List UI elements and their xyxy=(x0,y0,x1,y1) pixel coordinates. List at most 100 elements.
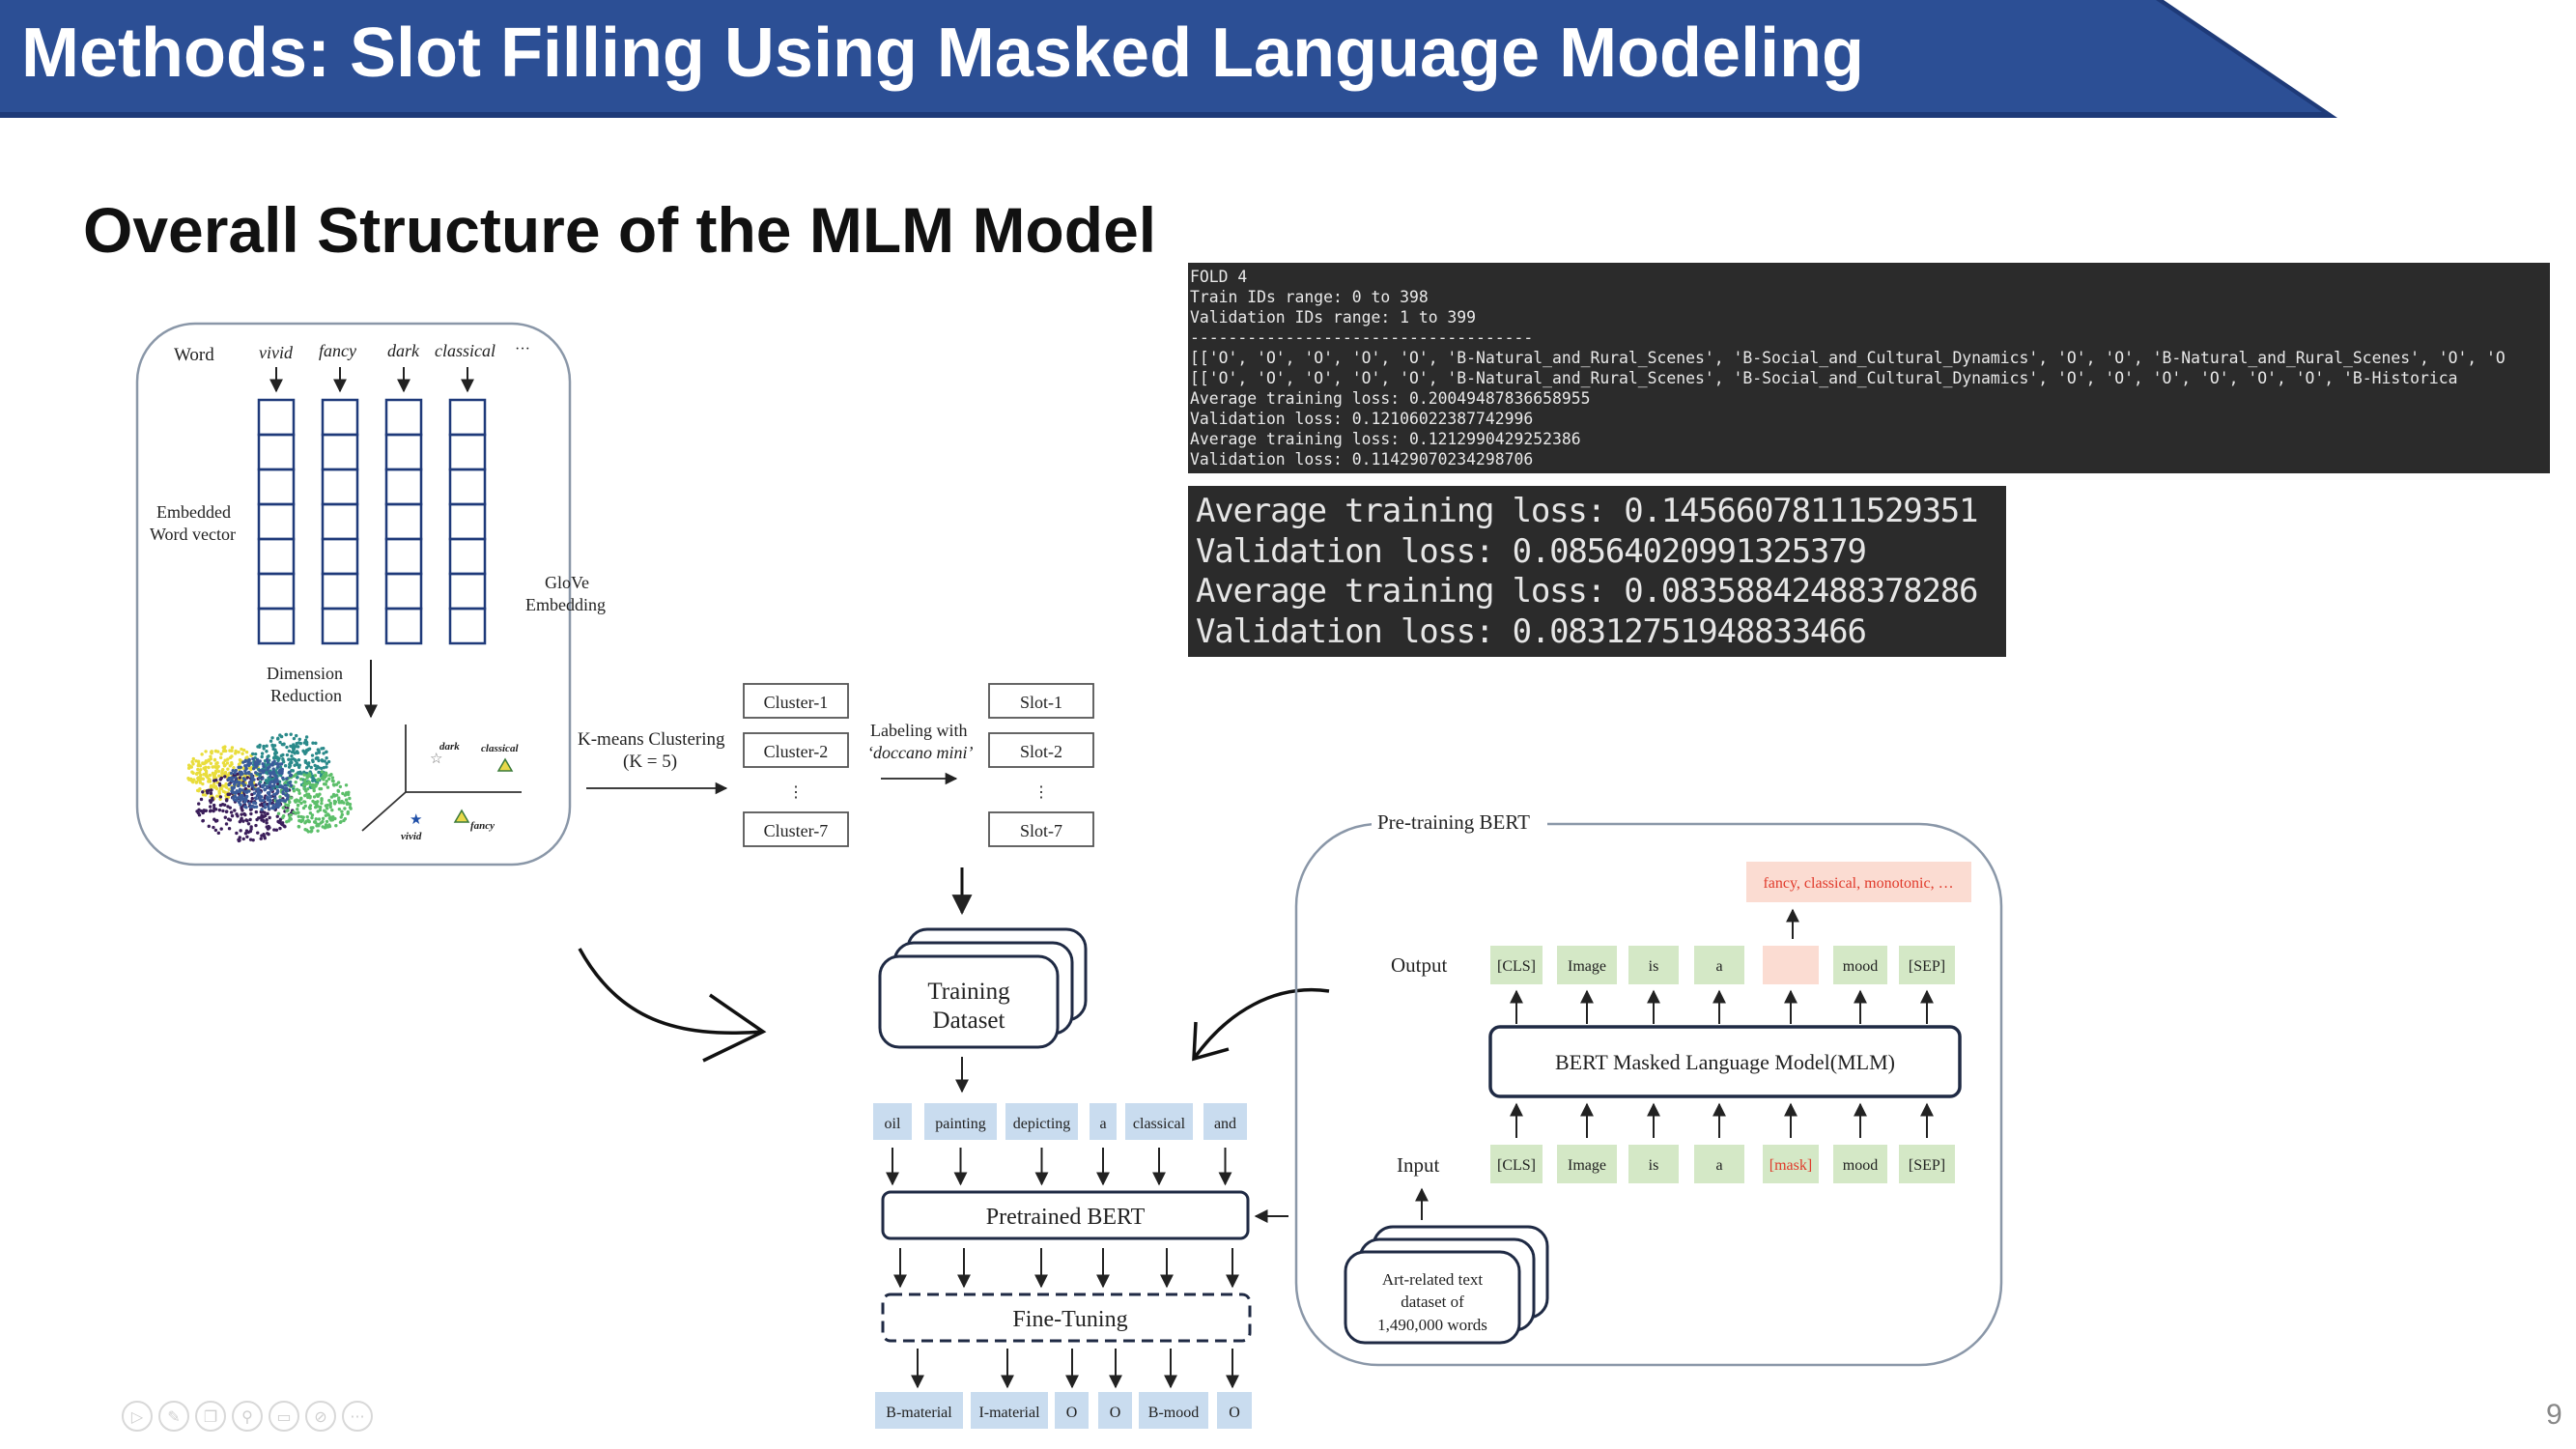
scatter-point xyxy=(238,757,242,762)
scatter-point xyxy=(242,783,246,787)
play-icon[interactable]: ▷ xyxy=(122,1401,153,1432)
scatter-point xyxy=(316,748,321,752)
scatter-point xyxy=(324,810,327,814)
scatter-point xyxy=(314,752,319,755)
vector-cell xyxy=(448,468,487,506)
scatter-point xyxy=(249,773,253,778)
scatter-point xyxy=(302,793,307,798)
scatter-point xyxy=(194,759,198,763)
scatter-point xyxy=(199,768,203,772)
output-token: is xyxy=(1649,958,1659,975)
scatter-point xyxy=(186,766,191,770)
scatter-point xyxy=(288,770,292,775)
scatter-point xyxy=(255,757,260,761)
pen-icon[interactable]: ✎ xyxy=(158,1401,189,1432)
scatter-point xyxy=(246,771,251,776)
token-box xyxy=(1490,1145,1543,1183)
scatter-point xyxy=(336,788,340,793)
scatter-point xyxy=(334,824,338,828)
vector-cell xyxy=(321,502,359,541)
cluster-1: Cluster-1 xyxy=(764,693,829,712)
scatter-point xyxy=(207,758,211,762)
vector-cell xyxy=(257,468,296,506)
scatter-point xyxy=(299,796,303,801)
scatter-point xyxy=(243,758,248,762)
triangle-icon xyxy=(453,809,470,823)
star-icon: ★ xyxy=(410,812,422,828)
tag-box xyxy=(875,1392,963,1429)
title-banner xyxy=(0,0,2337,118)
terminal-line: [['O', 'O', 'O', 'O', 'O', 'B-Natural_an… xyxy=(1190,369,2458,387)
prediction-box xyxy=(1746,862,1971,902)
scatter-point xyxy=(237,750,241,754)
scatter-point xyxy=(189,777,193,781)
scatter-point xyxy=(344,783,349,787)
input-token: [CLS] xyxy=(1497,1157,1536,1174)
vector-cell xyxy=(384,572,423,611)
scatter-point xyxy=(256,745,260,749)
input-token: Image xyxy=(1568,1157,1606,1174)
subtitle-icon[interactable]: ▭ xyxy=(269,1401,299,1432)
scatter-point xyxy=(292,789,297,793)
scatter-point xyxy=(278,765,283,769)
scatter-point xyxy=(270,736,274,740)
token-box xyxy=(1694,946,1744,984)
scatter-point xyxy=(230,746,235,750)
zoom-icon[interactable]: ⚲ xyxy=(232,1401,263,1432)
scatter-point xyxy=(254,771,258,775)
scatter-point xyxy=(209,809,212,812)
scatter-point xyxy=(275,814,279,818)
terminal-line: Validation IDs range: 1 to 399 xyxy=(1190,308,1477,327)
scatter-point xyxy=(272,783,276,788)
camera-off-icon[interactable]: ⊘ xyxy=(305,1401,336,1432)
scatter-point xyxy=(325,756,328,760)
scatter-point xyxy=(204,750,208,753)
scatter-point xyxy=(306,786,310,791)
scatter-point xyxy=(296,751,299,755)
copy-icon[interactable]: ❐ xyxy=(195,1401,226,1432)
input-token: a xyxy=(1099,1116,1106,1132)
scatter-point xyxy=(290,750,295,754)
scatter-point xyxy=(289,817,293,821)
more-icon[interactable]: ··· xyxy=(342,1401,373,1432)
scatter-point xyxy=(201,781,205,786)
scatter-point xyxy=(216,769,221,774)
scatter-point xyxy=(292,774,296,779)
scatter-point xyxy=(198,786,202,791)
scatter-point xyxy=(255,817,259,822)
scatter-point xyxy=(320,798,324,803)
token-box xyxy=(873,1103,912,1140)
scatter-point xyxy=(277,756,281,760)
plot-label-fancy: fancy xyxy=(470,820,495,832)
vector-cell xyxy=(384,398,423,437)
scatter-point xyxy=(232,765,236,770)
scatter-point xyxy=(248,838,253,841)
scatter-point xyxy=(286,783,290,787)
scatter-point xyxy=(241,766,245,770)
plot-label-dark: dark xyxy=(439,741,460,753)
scatter-point xyxy=(265,818,269,822)
terminal-line: ------------------------------------ xyxy=(1190,328,1534,347)
scatter-point xyxy=(281,791,285,796)
scatter-point xyxy=(207,765,211,770)
scatter-point xyxy=(221,768,225,772)
scatter-point xyxy=(258,772,263,776)
scatter-point xyxy=(328,801,332,806)
word-label: Word xyxy=(174,345,214,365)
tag-box xyxy=(1098,1392,1132,1429)
word-dark: dark xyxy=(387,341,420,360)
scatter-point xyxy=(346,811,350,815)
scatter-point xyxy=(310,815,314,820)
scatter-point xyxy=(242,805,247,809)
scatter-point xyxy=(238,789,241,794)
terminal-line: Validation loss: 0.08564020991325379 xyxy=(1196,531,1867,571)
vector-cell xyxy=(384,468,423,506)
input-token: [mask] xyxy=(1769,1157,1812,1174)
scatter-point xyxy=(275,785,280,789)
scatter-point xyxy=(311,785,315,790)
scatter-point xyxy=(340,812,345,817)
scatter-point xyxy=(239,773,243,777)
scatter-point xyxy=(245,763,250,767)
scatter-point xyxy=(282,742,286,746)
scatter-point xyxy=(302,741,306,745)
